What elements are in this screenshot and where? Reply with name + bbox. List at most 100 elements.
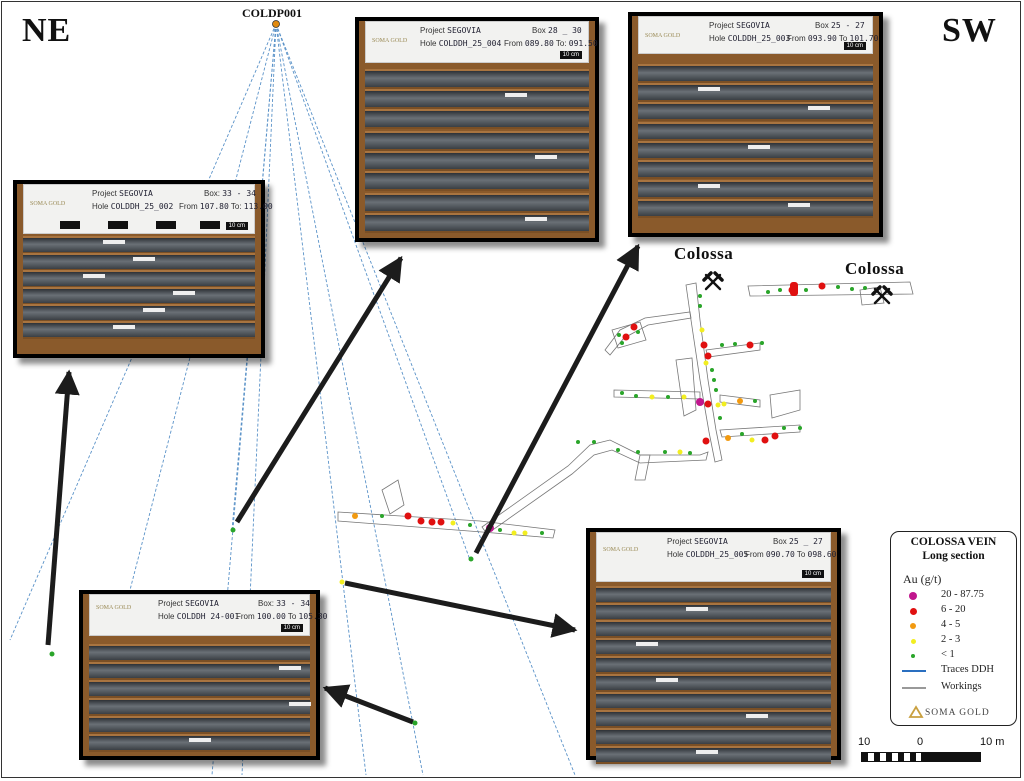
trace-line-swatch bbox=[902, 670, 926, 672]
assay-point bbox=[704, 352, 712, 360]
scale-10cm: 10 cm bbox=[801, 570, 824, 578]
assay-point bbox=[620, 341, 624, 345]
assay-point bbox=[714, 388, 718, 392]
arrow-to-box-d bbox=[322, 684, 414, 725]
assay-point bbox=[753, 399, 757, 403]
assay-point bbox=[620, 391, 624, 395]
au-class-swatch bbox=[911, 654, 915, 658]
assay-point bbox=[836, 285, 840, 289]
legend-item-au-class: 4 - 5 bbox=[905, 619, 1013, 633]
assay-point bbox=[712, 378, 716, 382]
arrow-to-box-c bbox=[473, 243, 641, 555]
ddh-trace bbox=[275, 23, 367, 776]
scale-bar: 10 0 10 m bbox=[858, 735, 1008, 765]
assay-point bbox=[700, 341, 708, 349]
mine-label-colossa: Colossa bbox=[674, 244, 734, 263]
au-class-swatch bbox=[909, 592, 917, 600]
mine-label-colossa: Colossa bbox=[845, 259, 905, 278]
box-value: 25 - 27 bbox=[831, 21, 865, 30]
working-line-swatch bbox=[902, 687, 926, 689]
assay-point bbox=[703, 360, 709, 366]
mine-symbol-icon bbox=[871, 285, 893, 305]
scale-label-right: 10 m bbox=[980, 736, 1005, 748]
hole-value: COLDDH_25_004 bbox=[438, 39, 502, 48]
assay-point bbox=[725, 435, 731, 441]
assay-point bbox=[721, 401, 727, 407]
legend-unit: Au (g/t) bbox=[903, 572, 942, 586]
workings bbox=[337, 281, 914, 539]
legend-subtitle: Long section bbox=[922, 550, 985, 562]
arrow-to-box-b bbox=[234, 255, 404, 524]
assay-point bbox=[616, 448, 620, 452]
assay-point bbox=[649, 394, 655, 400]
assay-point bbox=[790, 282, 798, 296]
legend-title: COLOSSA VEIN bbox=[910, 536, 997, 548]
brand-logo-icon bbox=[908, 705, 924, 718]
box-value: 33 - 34 bbox=[276, 599, 310, 608]
trace-endpoint bbox=[412, 720, 418, 726]
project-value: SEGOVIA bbox=[694, 537, 728, 546]
legend-item-label: Workings bbox=[941, 681, 982, 692]
assay-point bbox=[622, 333, 630, 341]
project-value: SEGOVIA bbox=[119, 189, 153, 198]
assay-point bbox=[804, 288, 808, 292]
core-box-photo: SOMA GOLD Project SEGOVIA Box 25 - 27 Ho… bbox=[628, 12, 883, 237]
legend-item-workings: Workings bbox=[902, 681, 1013, 695]
legend-item-label: Traces DDH bbox=[941, 664, 994, 675]
direction-sw-label: SW bbox=[942, 12, 997, 49]
mine-symbol-icon bbox=[702, 271, 724, 291]
assay-point bbox=[718, 416, 722, 420]
scale-bar-graphic bbox=[861, 752, 981, 762]
project-value: SEGOVIA bbox=[736, 21, 770, 30]
from-value: 089.80 bbox=[524, 39, 554, 48]
assay-point bbox=[592, 440, 596, 444]
to-value: 091.50 bbox=[568, 39, 598, 48]
assay-point bbox=[798, 426, 802, 430]
assay-point bbox=[850, 287, 854, 291]
box-value: 25 _ 27 bbox=[789, 537, 823, 546]
project-value: SEGOVIA bbox=[447, 26, 481, 35]
assay-point bbox=[737, 398, 743, 404]
scale-label-left: 10 bbox=[858, 736, 871, 748]
assay-point bbox=[782, 426, 786, 430]
assay-point bbox=[352, 513, 358, 519]
assay-point bbox=[696, 398, 704, 406]
collar-marker bbox=[272, 20, 280, 28]
legend-item-label: 2 - 3 bbox=[941, 634, 961, 645]
assay-point bbox=[863, 286, 867, 290]
legend-item-label: 6 - 20 bbox=[941, 604, 966, 615]
arrow-to-box-e bbox=[344, 580, 578, 638]
assay-point bbox=[720, 343, 724, 347]
assay-point bbox=[380, 514, 384, 518]
box-value: 28 _ 30 bbox=[548, 26, 582, 35]
legend-item-au-class: 20 - 87.75 bbox=[905, 589, 1013, 603]
from-value: 093.90 bbox=[807, 34, 837, 43]
assay-point bbox=[636, 450, 640, 454]
scale-label-zero: 0 bbox=[917, 736, 924, 748]
assay-point bbox=[740, 432, 744, 436]
brand-label: SOMA GOLD bbox=[603, 547, 639, 553]
legend-item-au-class: 2 - 3 bbox=[905, 634, 1013, 648]
trace-endpoint bbox=[230, 527, 236, 533]
project-value: SEGOVIA bbox=[185, 599, 219, 608]
brand-label: SOMA GOLD bbox=[30, 201, 66, 207]
legend-brand: SOMA GOLD bbox=[925, 708, 990, 718]
assay-point bbox=[746, 341, 754, 349]
brand-label: SOMA GOLD bbox=[96, 605, 132, 611]
ddh-trace bbox=[275, 23, 424, 776]
direction-ne-label: NE bbox=[22, 12, 72, 49]
hole-value: COLDDH_25_002 bbox=[110, 202, 174, 211]
hole-value: COLDDH 24-001 bbox=[176, 612, 240, 621]
assay-point bbox=[761, 436, 769, 444]
au-class-swatch bbox=[910, 638, 916, 644]
box-value: 33 - 34 bbox=[222, 189, 256, 198]
core-box-photo: SOMA GOLD Project SEGOVIA Box: 33 - 34 H… bbox=[13, 180, 273, 358]
assay-point bbox=[749, 437, 755, 443]
scale-10cm: 10 cm bbox=[280, 624, 303, 632]
assay-point bbox=[733, 342, 737, 346]
scale-10cm: 10 cm bbox=[225, 222, 248, 230]
au-class-swatch bbox=[910, 623, 916, 629]
legend-item-label: 20 - 87.75 bbox=[941, 589, 984, 600]
